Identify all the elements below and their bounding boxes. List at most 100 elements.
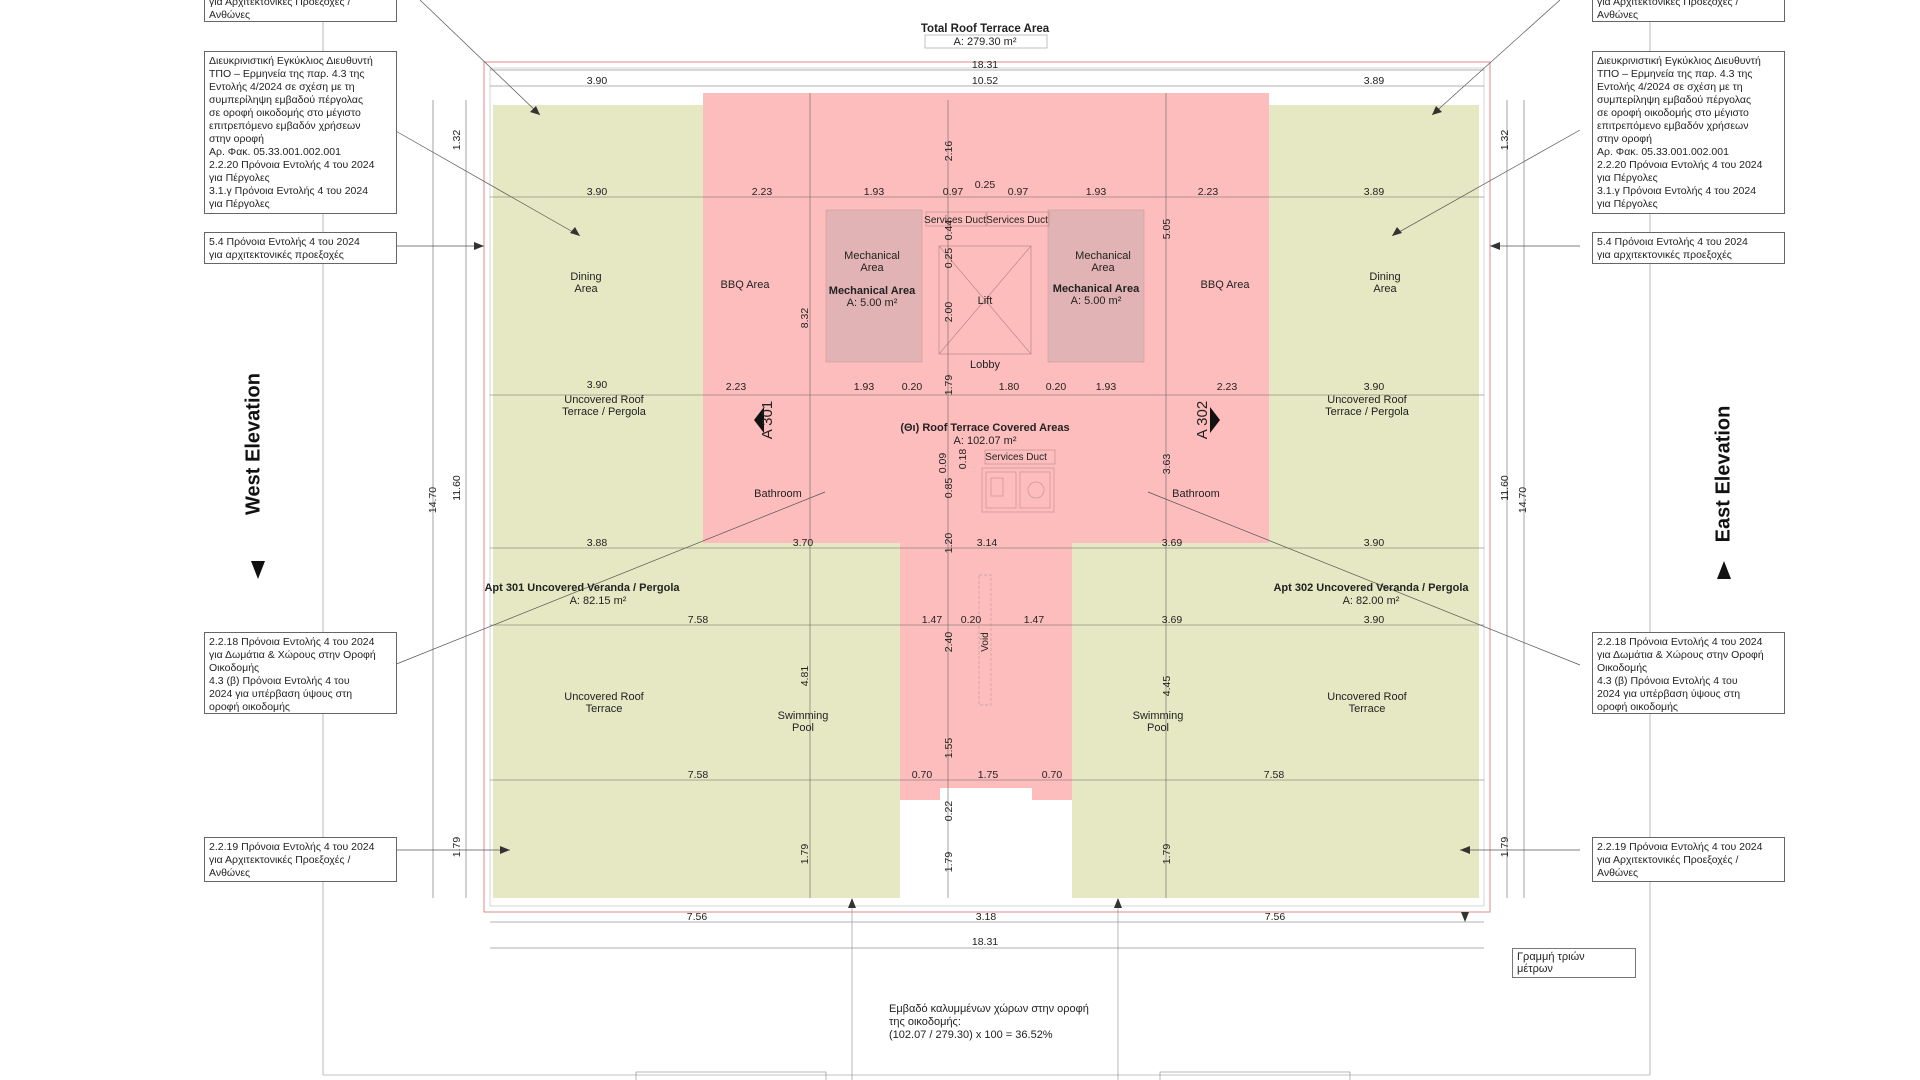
dim-bottom-c: 7.56 (1265, 911, 1286, 923)
apt301-title: Apt 301 Uncovered Veranda / Pergola (484, 582, 680, 594)
dim-r4-c: 0.20 (961, 614, 982, 626)
bbq-area-west: BBQ Area (721, 279, 771, 291)
mechanical-area-west (825, 209, 923, 363)
mech-area-east: A: 5.00 m² (1071, 295, 1122, 307)
dim-r5-b: 0.70 (912, 769, 933, 781)
dim-v-481: 4.81 (799, 666, 811, 687)
dim-r2-e: 1.80 (999, 381, 1020, 393)
dim-r1-g: 1.93 (1086, 186, 1107, 198)
dim-v-right-179: 1.79 (1499, 837, 1511, 858)
dim-r4-f: 3.90 (1364, 614, 1385, 626)
dim-v-c-120: 1.20 (943, 533, 955, 554)
covered-areas-title: (Θι) Roof Terrace Covered Areas (900, 422, 1069, 434)
dim-v-505: 5.05 (1161, 219, 1173, 240)
total-area-value: A: 279.30 m² (954, 36, 1017, 48)
uncovered-zones (493, 105, 1479, 898)
dim-v-right-1160: 11.60 (1499, 475, 1511, 501)
section-marker-east-icon (1210, 407, 1220, 433)
dim-r2-f: 0.20 (1046, 381, 1067, 393)
services-duct-centre: Services Duct (985, 452, 1047, 463)
dim-v-c-216: 2.16 (943, 141, 955, 162)
dim-bottom-a: 7.56 (687, 911, 708, 923)
section-marker-west-icon (754, 407, 764, 433)
east-elevation-arrow-icon (1717, 561, 1731, 579)
dim-v-c-025: 0.25 (943, 248, 955, 269)
mechanical-area-east (1047, 209, 1145, 363)
stem-left-tail (900, 788, 940, 800)
dim-r2-a: 3.90 (587, 379, 608, 391)
dim-r1-h: 2.23 (1198, 186, 1219, 198)
west-elevation-arrow-icon (251, 561, 265, 579)
apt302-title: Apt 302 Uncovered Veranda / Pergola (1273, 582, 1469, 594)
dim-r2-c: 1.93 (854, 381, 875, 393)
west-elevation-label: West Elevation (242, 373, 265, 515)
dim-bottom-total: 18.31 (972, 936, 998, 948)
east-upper-terrace (1269, 105, 1479, 543)
dim-r4-e: 3.69 (1162, 614, 1183, 626)
dim-r3-a: 3.88 (587, 537, 608, 549)
east-lower-terrace (1072, 543, 1479, 898)
dim-v-832: 8.32 (799, 308, 811, 329)
annotation-top-clipped-right: για Αρχιτεκτονικές Προεξοχές / Ανθώνες (1592, 0, 1785, 22)
services-duct-box-centre (984, 449, 1056, 465)
dim-v-right-1470: 14.70 (1517, 487, 1529, 513)
dim-v-c-179b: 1.79 (943, 852, 955, 873)
annotation-2-2-19-left: 2.2.19 Πρόνοια Εντολής 4 του 2024 για Αρ… (204, 837, 397, 882)
dim-v-179-e: 1.79 (1161, 844, 1173, 865)
apt301-area: A: 82.15 m² (570, 595, 627, 607)
dim-v-left-132: 1.32 (451, 130, 463, 151)
roof-boundary (483, 61, 1491, 913)
bottom-box-left (635, 1071, 827, 1080)
dim-v-c-240: 2.40 (943, 632, 955, 653)
three-metre-line-legend: Γραμμή τριών μέτρων (1512, 948, 1636, 978)
dim-r1-i: 3.89 (1364, 186, 1385, 198)
dim-v-c-200: 2.00 (943, 302, 955, 323)
dim-v-left-1160: 11.60 (451, 475, 463, 501)
dim-top-left: 3.90 (587, 75, 608, 87)
mech-area-west: A: 5.00 m² (847, 297, 898, 309)
dim-top-centre: 10.52 (972, 75, 998, 87)
dim-r1-c: 1.93 (864, 186, 885, 198)
dim-r3-d: 3.69 (1162, 537, 1183, 549)
dim-top-right: 3.89 (1364, 75, 1385, 87)
dim-v-right-132: 1.32 (1499, 130, 1511, 151)
dim-r4-d: 1.47 (1024, 614, 1045, 626)
mech-title-east: Mechanical Area (1053, 283, 1140, 295)
dim-v-179-w: 1.79 (799, 844, 811, 865)
dim-v-c-022: 0.22 (943, 801, 955, 822)
dimension-lines (432, 69, 1525, 949)
void-label: Void (980, 632, 991, 651)
dim-r4-b: 1.47 (922, 614, 943, 626)
dim-v-363: 3.63 (1161, 454, 1173, 475)
dim-v-c-044: 0.44 (943, 220, 955, 241)
dim-r1-d: 0.97 (943, 186, 964, 198)
dim-r3-b: 3.70 (793, 537, 814, 549)
dim-r2-b: 2.23 (726, 381, 747, 393)
annotation-2-2-18-left: 2.2.18 Πρόνοια Εντολής 4 του 2024 για Δω… (204, 632, 397, 714)
dim-r1-e: 0.25 (975, 179, 996, 191)
services-duct-box-west (925, 211, 987, 227)
dim-r2-i: 3.90 (1364, 381, 1385, 393)
bottom-box-right (1159, 1071, 1351, 1080)
bathroom-fixtures-icon (981, 467, 1055, 513)
services-duct-east: Services Duct (986, 215, 1048, 226)
west-lower-terrace (493, 543, 900, 898)
dim-v-445: 4.45 (1161, 676, 1173, 697)
leader-lines (393, 0, 1581, 851)
dim-v-c-155: 1.55 (943, 738, 955, 759)
annotation-2-2-18-right: 2.2.18 Πρόνοια Εντολής 4 του 2024 για Δω… (1592, 632, 1785, 714)
dim-r1-f: 0.97 (1008, 186, 1029, 198)
dim-r1-a: 3.90 (587, 186, 608, 198)
section-label-east: A 302 (1194, 401, 1211, 439)
covered-stem (900, 543, 1072, 788)
total-area-box (924, 34, 1048, 49)
